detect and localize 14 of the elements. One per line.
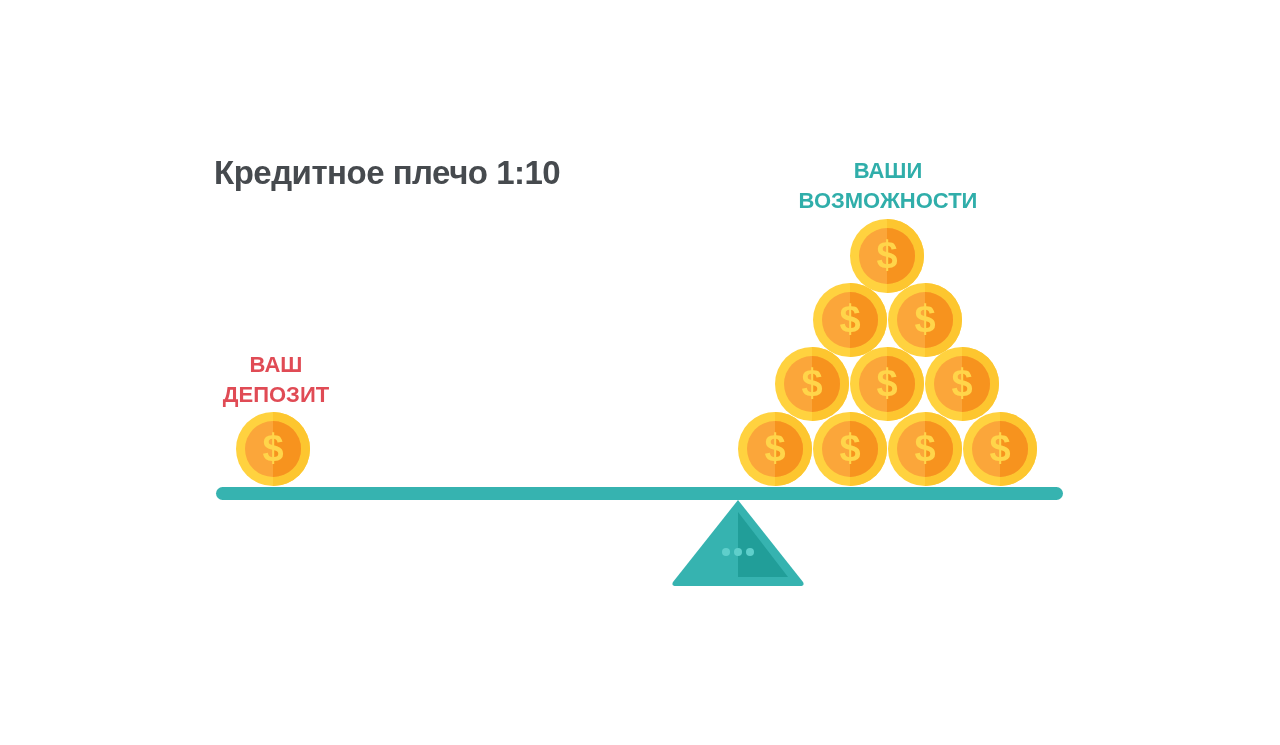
label-text: ВАШ ДЕПОЗИТ bbox=[221, 351, 331, 409]
dollar-sign: $ bbox=[951, 364, 973, 403]
dollar-sign: $ bbox=[801, 364, 823, 403]
dollar-sign: $ bbox=[764, 429, 786, 468]
dollar-sign: $ bbox=[989, 429, 1011, 468]
title: Кредитное плечо 1:10 bbox=[214, 154, 561, 192]
dollar-sign: $ bbox=[839, 300, 861, 339]
dollar-sign: $ bbox=[876, 236, 898, 275]
dollar-sign: $ bbox=[262, 429, 284, 468]
dollar-sign: $ bbox=[839, 429, 861, 468]
dollar-sign: $ bbox=[914, 300, 936, 339]
label-text: ВАШИ ВОЗМОЖНОСТИ bbox=[797, 157, 979, 215]
dollar-sign: $ bbox=[876, 364, 898, 403]
dollar-sign: $ bbox=[914, 429, 936, 468]
